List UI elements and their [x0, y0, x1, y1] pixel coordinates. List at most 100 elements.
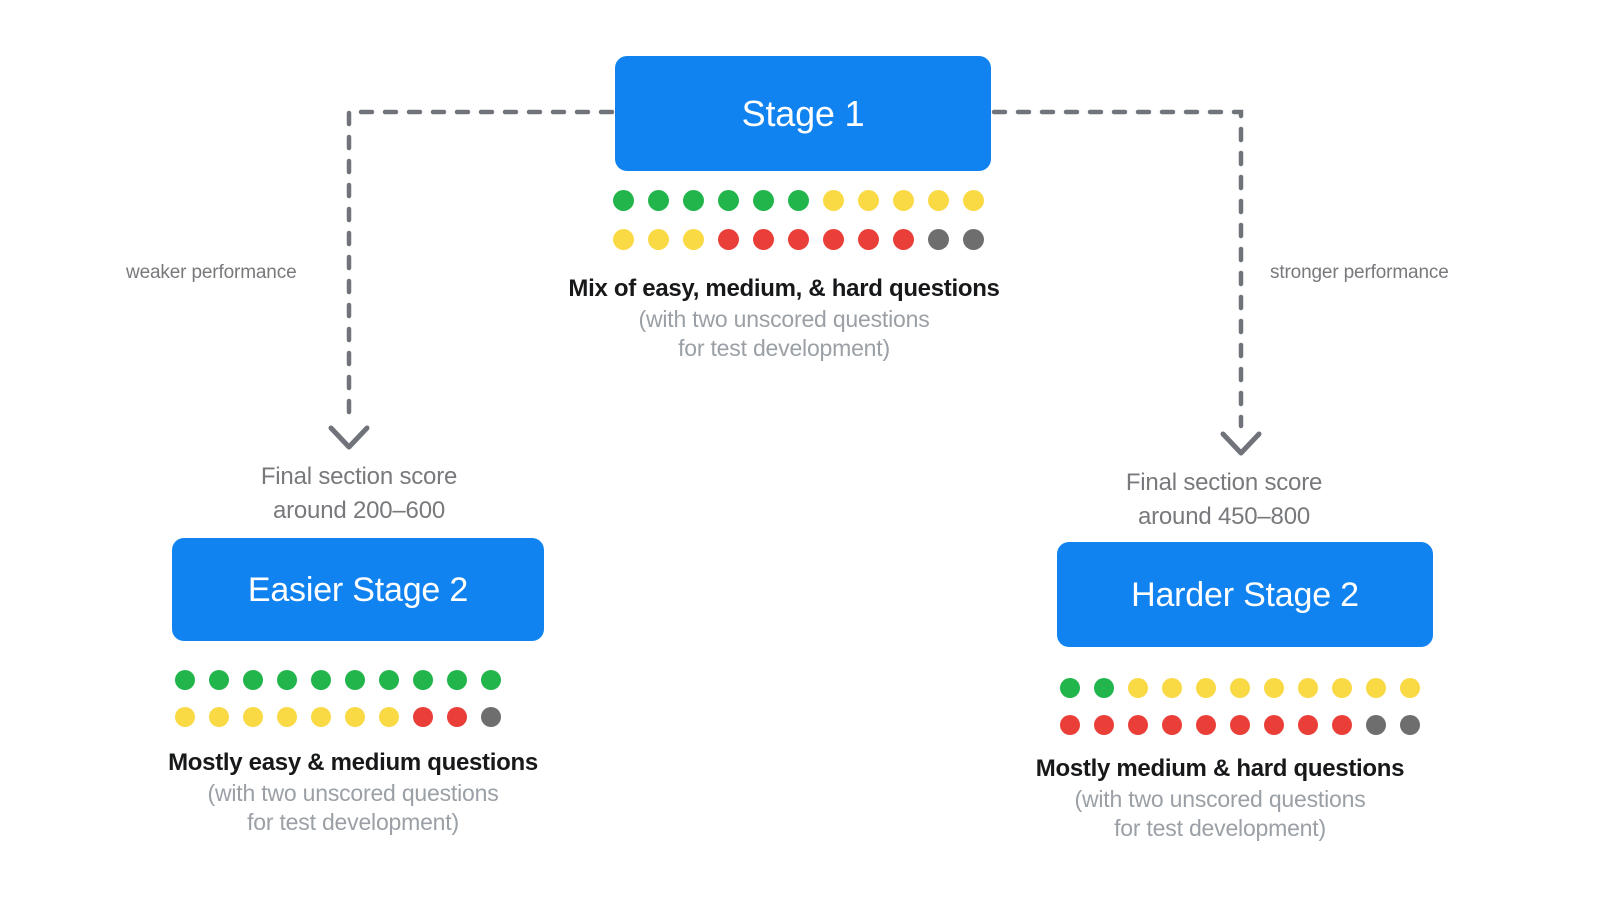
question-dot-green — [613, 190, 634, 211]
question-dot-green — [481, 670, 501, 690]
easier-stage-2-caption: Mostly easy & medium questions (with two… — [53, 748, 653, 838]
easier-stage-2-caption-main: Mostly easy & medium questions — [168, 749, 538, 776]
question-dot-yellow — [345, 707, 365, 727]
question-dot-red — [1094, 715, 1114, 735]
question-dot-yellow — [175, 707, 195, 727]
question-dot-green — [175, 670, 195, 690]
question-dot-yellow — [648, 229, 669, 250]
question-dot-red — [1230, 715, 1250, 735]
question-dot-red — [1196, 715, 1216, 735]
question-dot-yellow — [1298, 678, 1318, 698]
question-dot-green — [209, 670, 229, 690]
question-dot-yellow — [1128, 678, 1148, 698]
question-dot-green — [788, 190, 809, 211]
question-dot-red — [1332, 715, 1352, 735]
question-dot-yellow — [277, 707, 297, 727]
question-dot-yellow — [893, 190, 914, 211]
question-dot-yellow — [311, 707, 331, 727]
question-dot-green — [753, 190, 774, 211]
harder-stage-2-caption-sub-line-2: for test development) — [1114, 815, 1326, 842]
question-dot-red — [1060, 715, 1080, 735]
question-dot-green — [683, 190, 704, 211]
stage-1-dot-grid — [613, 190, 998, 268]
question-dot-green — [447, 670, 467, 690]
question-dot-green — [413, 670, 433, 690]
question-dot-red — [1264, 715, 1284, 735]
question-dot-red — [718, 229, 739, 250]
question-dot-green — [1060, 678, 1080, 698]
question-dot-yellow — [858, 190, 879, 211]
question-dot-green — [345, 670, 365, 690]
question-dot-green — [311, 670, 331, 690]
question-dot-yellow — [683, 229, 704, 250]
question-dot-yellow — [613, 229, 634, 250]
question-dot-gray — [1366, 715, 1386, 735]
question-dot-green — [648, 190, 669, 211]
question-dot-gray — [1400, 715, 1420, 735]
question-dot-yellow — [1332, 678, 1352, 698]
right-final-score-line-2: around 450–800 — [1137, 503, 1311, 531]
question-dot-yellow — [1196, 678, 1216, 698]
chevron-down-icon-right — [1220, 431, 1262, 456]
easier-stage-2-caption-sub-line-2: for test development) — [247, 809, 459, 836]
question-dot-yellow — [1366, 678, 1386, 698]
question-dot-red — [788, 229, 809, 250]
dot-row — [175, 670, 515, 690]
harder-stage-2-dot-grid — [1060, 678, 1434, 752]
question-dot-yellow — [379, 707, 399, 727]
stage-1-caption-main: Mix of easy, medium, & hard questions — [568, 275, 1000, 302]
right-final-score-line-1: Final section score — [1125, 469, 1323, 496]
question-dot-yellow — [823, 190, 844, 211]
question-dot-gray — [963, 229, 984, 250]
chevron-down-icon-left — [328, 425, 370, 450]
stage-1-caption: Mix of easy, medium, & hard questions (w… — [484, 274, 1084, 364]
stage-1-caption-sub-line-2: for test development) — [678, 335, 890, 362]
question-dot-gray — [928, 229, 949, 250]
question-dot-green — [277, 670, 297, 690]
question-dot-green — [243, 670, 263, 690]
right-final-score-label: Final section score around 450–800 — [924, 466, 1524, 534]
question-dot-yellow — [928, 190, 949, 211]
left-final-score-label: Final section score around 200–600 — [59, 460, 659, 528]
stage-1-label: Stage 1 — [741, 92, 865, 134]
dot-row — [1060, 678, 1434, 698]
question-dot-gray — [481, 707, 501, 727]
dot-row — [1060, 715, 1434, 735]
harder-stage-2-caption-sub-line-1: (with two unscored questions — [1074, 785, 1366, 812]
easier-stage-2-caption-sub-line-1: (with two unscored questions — [207, 779, 499, 806]
question-dot-yellow — [1264, 678, 1284, 698]
dot-row — [613, 229, 998, 250]
easier-stage-2-label: Easier Stage 2 — [247, 570, 469, 609]
question-dot-red — [447, 707, 467, 727]
question-dot-yellow — [243, 707, 263, 727]
question-dot-yellow — [1230, 678, 1250, 698]
easier-stage-2-dot-grid — [175, 670, 515, 744]
question-dot-yellow — [1162, 678, 1182, 698]
question-dot-red — [1298, 715, 1318, 735]
left-final-score-line-1: Final section score — [260, 463, 458, 490]
question-dot-red — [413, 707, 433, 727]
stage-1-caption-sub-line-1: (with two unscored questions — [638, 305, 930, 332]
question-dot-red — [858, 229, 879, 250]
connector-line-right — [991, 109, 1244, 429]
question-dot-red — [1162, 715, 1182, 735]
stronger-performance-label: stronger performance — [1270, 262, 1449, 283]
question-dot-yellow — [209, 707, 229, 727]
dot-row — [613, 190, 998, 211]
question-dot-red — [823, 229, 844, 250]
question-dot-yellow — [963, 190, 984, 211]
harder-stage-2-label: Harder Stage 2 — [1131, 575, 1359, 614]
question-dot-yellow — [1400, 678, 1420, 698]
question-dot-red — [1128, 715, 1148, 735]
stage-1-box[interactable]: Stage 1 — [615, 56, 991, 171]
question-dot-red — [893, 229, 914, 250]
dot-row — [175, 707, 515, 727]
question-dot-green — [718, 190, 739, 211]
harder-stage-2-box[interactable]: Harder Stage 2 — [1057, 542, 1433, 647]
easier-stage-2-box[interactable]: Easier Stage 2 — [172, 538, 544, 641]
harder-stage-2-caption: Mostly medium & hard questions (with two… — [920, 754, 1520, 844]
left-final-score-line-2: around 200–600 — [272, 497, 446, 525]
connector-line-left — [346, 109, 615, 423]
harder-stage-2-caption-main: Mostly medium & hard questions — [1035, 755, 1405, 782]
